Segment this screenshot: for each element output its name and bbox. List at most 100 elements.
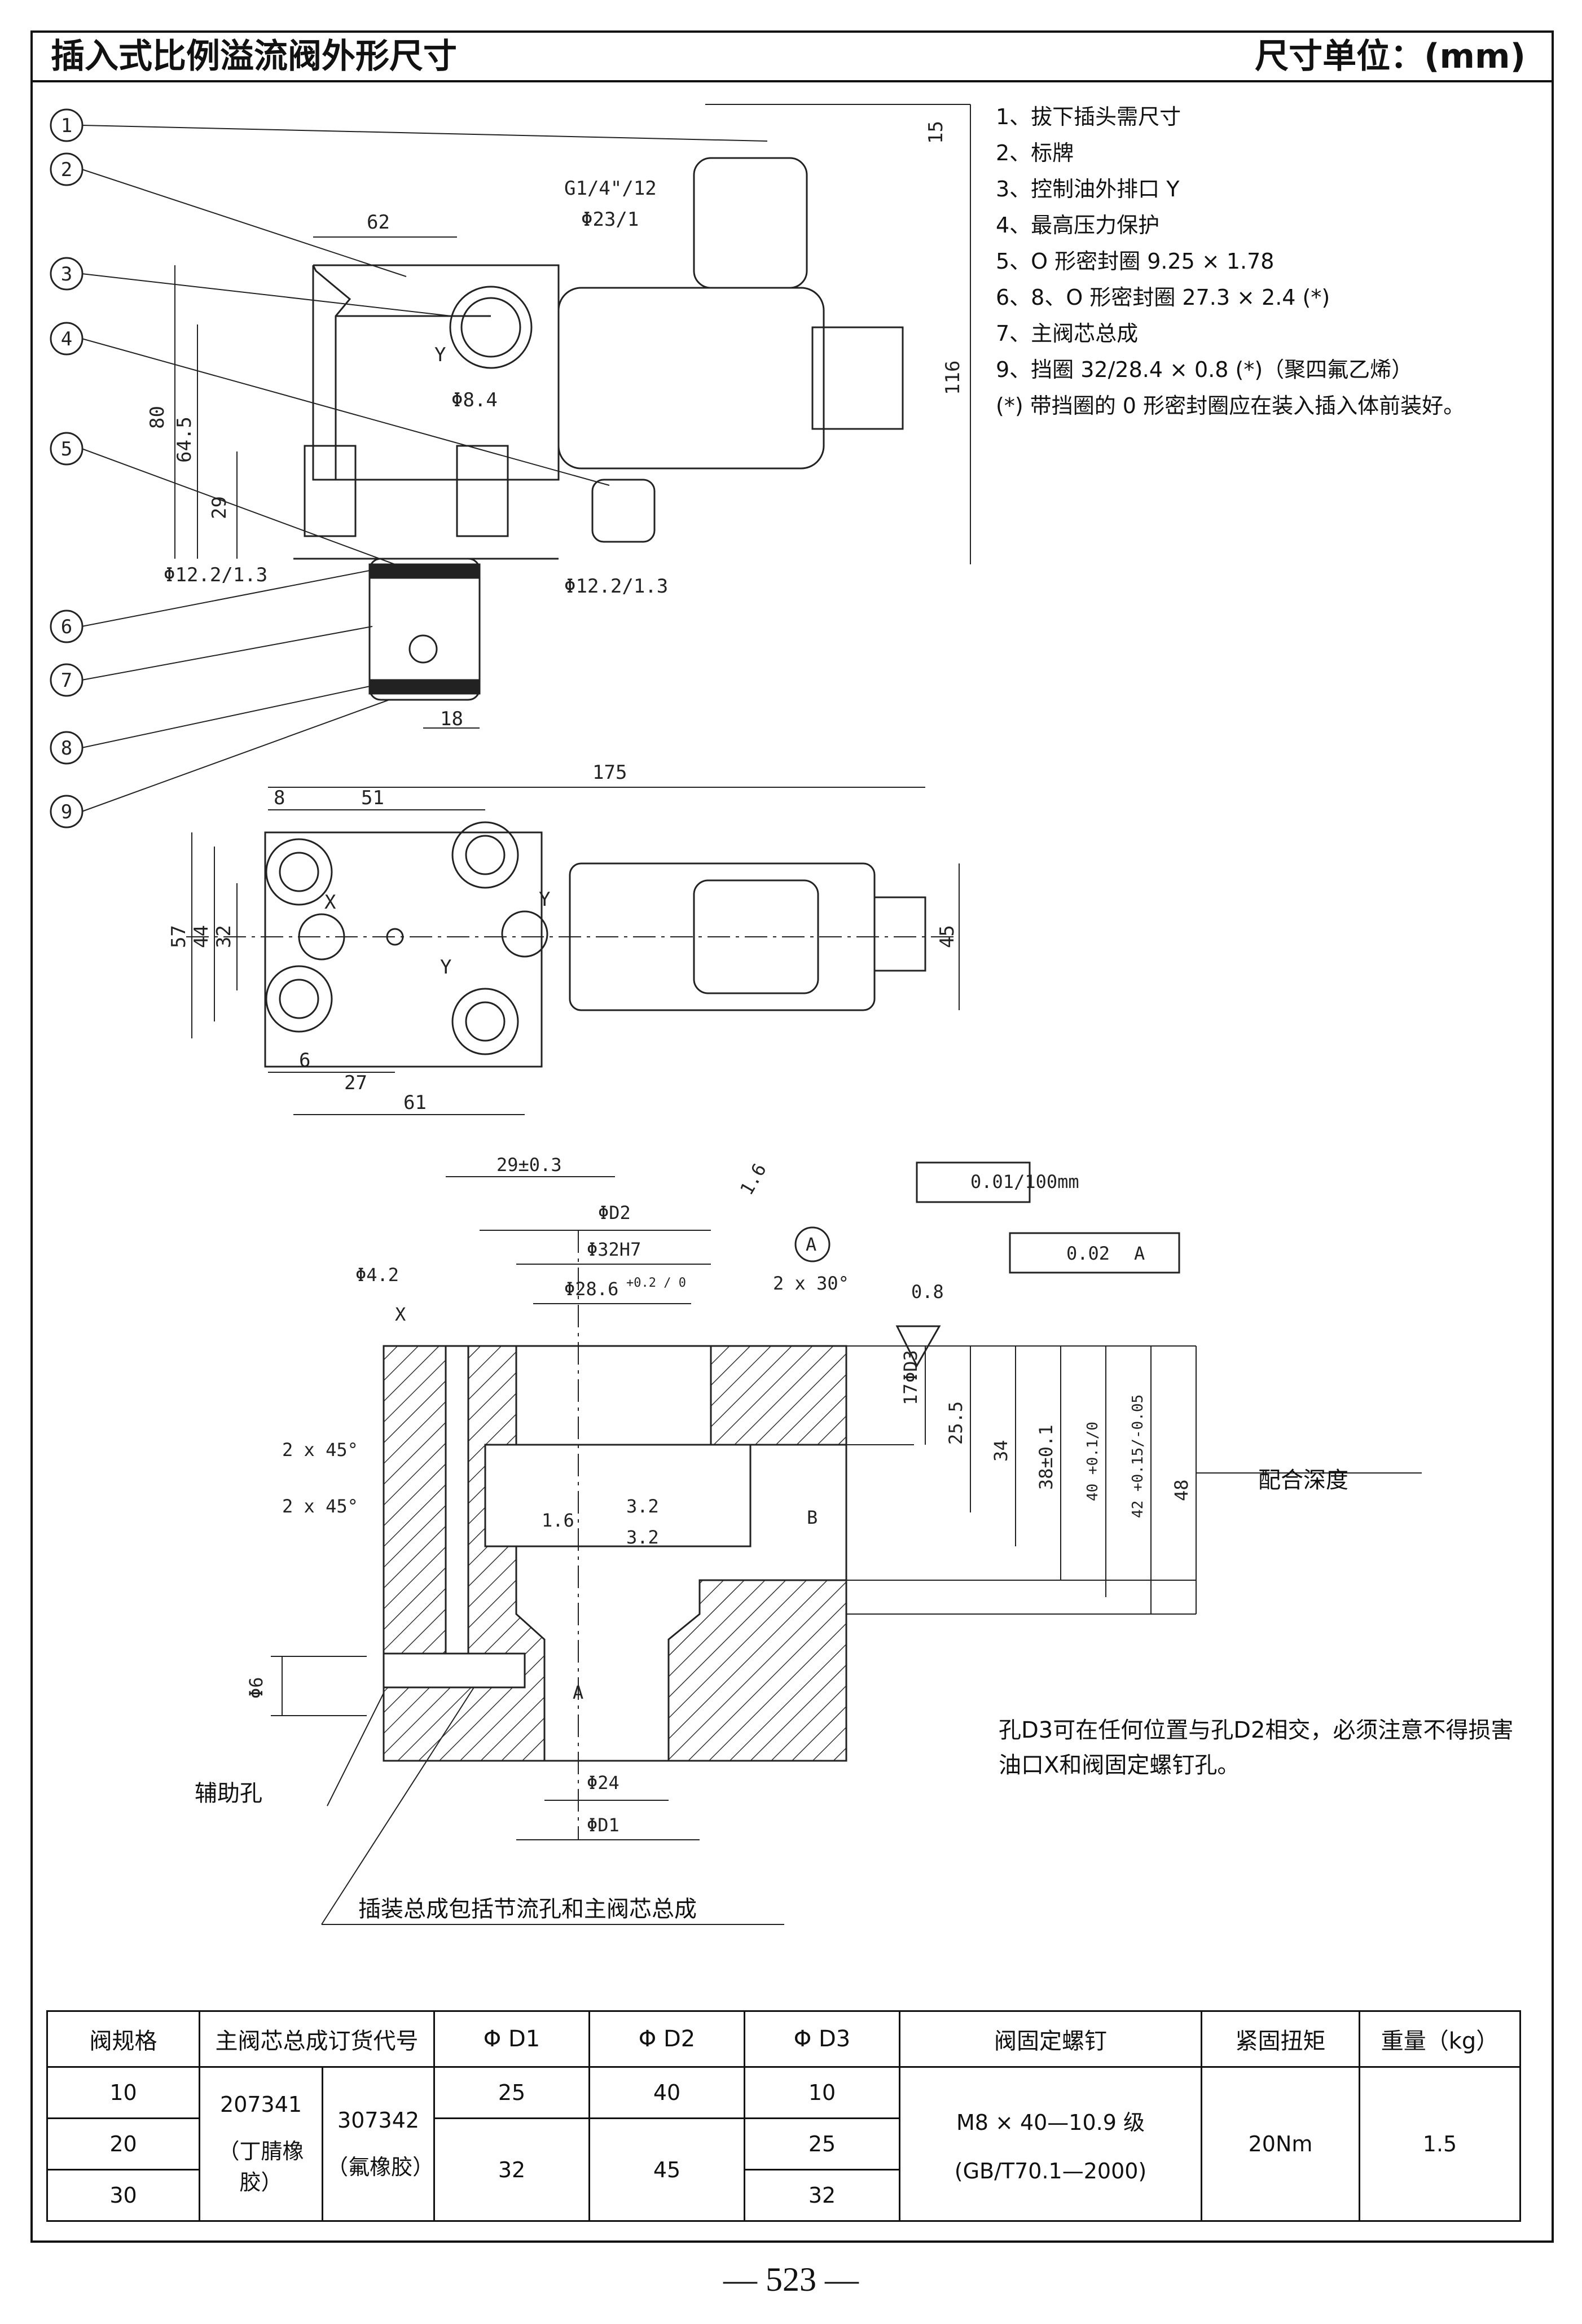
table-header: 紧固扭矩 [1201,2010,1360,2068]
plan-body [264,831,543,1068]
bolt-hole [265,838,333,906]
solenoid-coil [557,287,825,470]
callout-circle [50,795,84,828]
leader-line [321,1687,474,1925]
cavity-section [271,1161,1422,1925]
mount-boss-right [456,445,509,537]
mating-depth-label: 配合深度 [1258,1467,1348,1493]
cavity-mid [484,1444,752,1547]
dim-text: 45 [936,925,959,948]
table-header: Φ D3 [744,2010,900,2068]
dim-text: Φ12.2/1.3 [564,575,668,598]
callout-circle [50,152,84,186]
dim-text: 29 [208,496,231,519]
dim-text: Φ32H7 [587,1239,641,1260]
table-row: 30 32 [46,2169,1521,2222]
callout-number: 2 [61,159,72,181]
bolt-hole [265,965,333,1033]
table-header: Φ D2 [588,2010,745,2068]
dim-text: 27 [344,1072,367,1094]
dim-text: Φ8.4 [451,389,498,411]
spool-orifice [408,634,438,664]
callout-circle [50,257,84,291]
spec-table: 阀规格 主阀芯总成订货代号 Φ D1 Φ D2 Φ D3 阀固定螺钉 紧固扭矩 … [46,2010,1521,2222]
dim-text: Φ6 [245,1677,267,1699]
dim-text: 3.2 [626,1527,659,1548]
dim-text: 61 [403,1091,427,1114]
callout-number: 6 [61,616,72,638]
dim-text: 3.2 [626,1496,659,1517]
dim-text: 2 x 30° [773,1273,849,1294]
plan-view [186,787,960,1115]
port-label: B [807,1507,818,1528]
note-6: 6、8、O 形密封圈 27.3 × 2.4 (*) [996,285,1330,310]
callout-number: 4 [61,328,72,350]
perpendicularity-frame [1009,1232,1180,1274]
callout-circle [50,663,84,697]
dim-text: 29±0.3 [496,1154,562,1176]
valve-body-outline [313,264,560,481]
dim-text: 1.6 [736,1160,771,1199]
callout-number: 3 [61,263,72,286]
dim-text: 62 [367,211,390,234]
note-8: 9、挡圈 32/28.4 × 0.8 (*)（聚四氟乙烯） [996,357,1413,382]
dim-text: Φ4.2 [355,1264,399,1286]
dim-text: 51 [361,787,384,809]
dim-text: A [1134,1243,1145,1264]
bolt-hole-inner [465,835,506,875]
code-material: （丁腈橡胶） [218,2139,304,2195]
callouts [50,108,84,828]
technical-drawing: 1 2 3 4 5 6 7 8 9 62 G1/4"/12 Φ23/1 Y Φ8… [50,104,1422,1925]
aux-hole-label: 辅助孔 [195,1781,262,1806]
dim-text: 25.5 [945,1401,966,1445]
port-label: A [573,1682,583,1703]
leader-line [327,1692,384,1806]
dim-text: 8 [274,787,285,809]
datum-label: A [806,1234,816,1255]
dim-text: ΦD3 [900,1350,921,1383]
page-number: — 523 — [723,2261,859,2298]
dim-text: 116 [942,361,964,395]
page-title: 插入式比例溢流阀外形尺寸 [51,37,457,76]
dim-text: 44 [190,925,213,948]
dim-text: X [395,1304,406,1325]
bolt-hole [451,988,519,1055]
dim-text: 6 [299,1049,310,1072]
size-cell: 20 [46,2117,200,2170]
dim-text: 1.6 [542,1510,574,1531]
callout-number: 8 [61,737,72,760]
roughness-symbol [895,1325,941,1368]
d3-note: 孔D3可在任何位置与孔D2相交，必须注意不得损害油口X和阀固定螺钉孔。 [999,1717,1514,1778]
leader-line [81,125,768,142]
dim-text: ΦD2 [598,1202,631,1224]
d3-cell: 10 [744,2066,900,2119]
assembly-label: 插装总成包括节流孔和主阀芯总成 [358,1896,697,1922]
weight-cell: 1.5 [1359,2066,1521,2222]
dim-text: Φ12.2/1.3 [164,564,267,586]
title-rule [33,80,1552,82]
dim-text: 64.5 [173,416,196,463]
dim-text: 17 [900,1383,921,1405]
dim-text: Φ23/1 [581,208,639,231]
dim-text: Y [539,888,550,911]
code-fkm-cell: 307342（氟橡胶） [322,2066,435,2222]
callout-number: 5 [61,438,72,461]
note-5: 5、O 形密封圈 9.25 × 1.78 [996,249,1275,274]
bolt-hole-inner [279,852,319,892]
aux-hole [383,1652,526,1689]
unit-label: 尺寸单位：(mm) [1255,37,1526,76]
dim-text: 48 [1171,1479,1192,1501]
port-y [501,910,548,958]
dim-tolerance: +0.2 / 0 [626,1276,686,1290]
plan-connector [693,879,819,994]
d1-cell: 25 [433,2066,590,2119]
callout-number: 7 [61,669,72,692]
table-header: Φ D1 [433,2010,590,2068]
pilot-bore-x [445,1345,469,1658]
note-1: 1、拔下插头需尺寸 [996,104,1181,129]
valve-body-left [312,265,351,481]
callout-circle [50,609,84,643]
mount-boss-left [304,445,357,537]
bolt-hole-inner [465,1001,506,1042]
